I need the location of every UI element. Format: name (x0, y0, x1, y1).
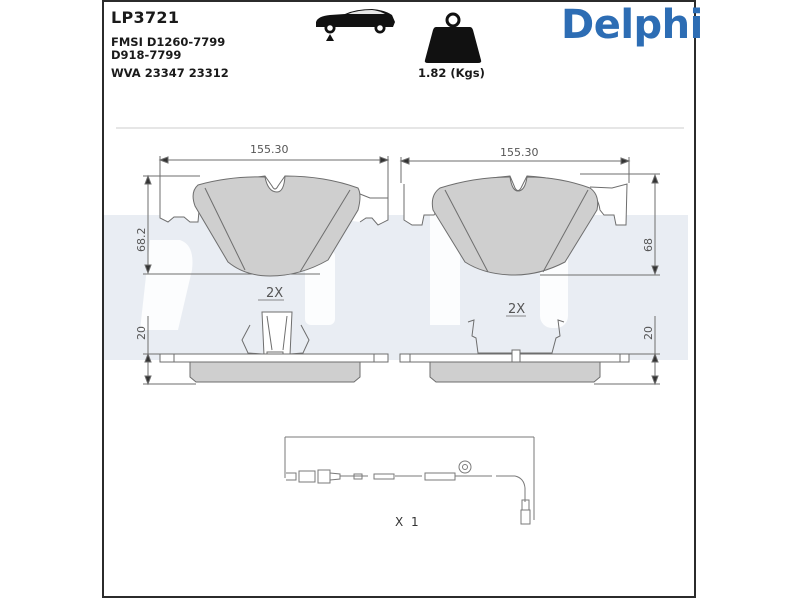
left-pad-front-view (143, 156, 390, 277)
part-number: LP3721 (111, 8, 180, 27)
right-pad-thickness-label: 20 (642, 326, 655, 340)
right-pad-front-view (399, 157, 660, 276)
weight-label: 1.82 (Kgs) (418, 66, 485, 80)
car-front-axle-icon (316, 9, 395, 41)
brand-logo: Delphi (561, 2, 703, 48)
right-clip-qty-label: 2X (508, 302, 525, 317)
right-pad-height-label: 68 (642, 238, 655, 252)
right-pad-width-label: 155.30 (500, 146, 539, 159)
left-pad-height-label: 68.2 (135, 228, 148, 253)
left-clip-qty-label: 2X (266, 286, 283, 301)
left-pad-side-view (143, 299, 389, 386)
wear-sensor-qty: X 1 (395, 515, 421, 529)
weight-icon (424, 12, 482, 63)
delphi-watermark (104, 215, 688, 360)
reference-d-number: D918-7799 (111, 48, 182, 62)
reference-wva: WVA 23347 23312 (111, 66, 229, 80)
left-pad-width-label: 155.30 (250, 143, 289, 156)
wear-sensor-drawing (284, 436, 535, 525)
left-pad-thickness-label: 20 (135, 326, 148, 340)
right-pad-side-view (399, 315, 660, 386)
frame-top-border (102, 0, 696, 2)
reference-fmsi: FMSI D1260-7799 (111, 35, 226, 49)
